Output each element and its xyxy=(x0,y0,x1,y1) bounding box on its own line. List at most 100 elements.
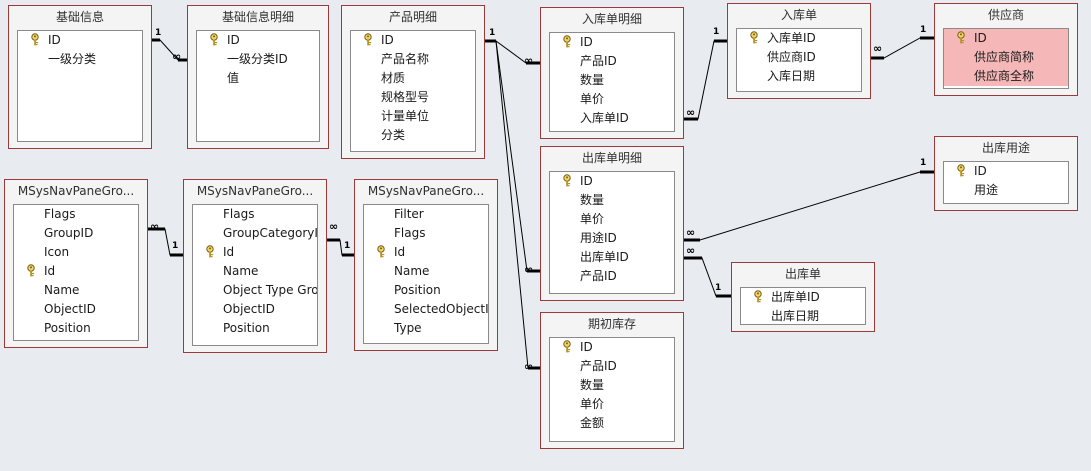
field-item[interactable]: 材质 xyxy=(351,69,475,88)
field-item[interactable]: 值 xyxy=(197,69,319,88)
field-item[interactable]: ObjectID xyxy=(14,300,138,319)
field-item[interactable]: 出库日期 xyxy=(741,307,865,324)
relationship-line[interactable] xyxy=(485,39,540,65)
field-item[interactable]: 规格型号 xyxy=(351,88,475,107)
table-title[interactable]: 入库单明细 xyxy=(581,12,642,26)
table-title[interactable]: MSysNavPaneGro... xyxy=(367,184,485,198)
relationship-line[interactable] xyxy=(684,256,731,298)
field-item[interactable]: 一级分类ID xyxy=(197,50,319,69)
field-item[interactable]: ID xyxy=(197,31,319,50)
relationship-line[interactable] xyxy=(684,39,727,121)
table-title[interactable]: MSysNavPaneGro... xyxy=(17,184,135,198)
field-item[interactable]: ID xyxy=(351,31,475,50)
field-item[interactable]: 单价 xyxy=(550,90,674,109)
field-item[interactable]: 计量单位 xyxy=(351,107,475,126)
table-title[interactable]: MSysNavPaneGro... xyxy=(196,184,314,198)
field-item[interactable]: 出库单ID xyxy=(550,248,674,267)
field-item[interactable]: ID xyxy=(944,29,1068,48)
field-item[interactable]: Flags xyxy=(364,224,488,243)
field-item[interactable]: 数量 xyxy=(550,71,674,90)
relationship-line[interactable] xyxy=(148,227,183,257)
relationship-line[interactable] xyxy=(485,39,540,370)
field-item[interactable]: ID xyxy=(18,31,142,50)
field-item[interactable]: Flags xyxy=(193,205,317,224)
table-title[interactable]: 出库单明细 xyxy=(581,151,642,165)
field-item[interactable]: Name xyxy=(14,281,138,300)
field-item[interactable]: ID xyxy=(550,172,674,191)
field-item[interactable]: 产品ID xyxy=(550,52,674,71)
table-title[interactable]: 入库单 xyxy=(780,8,817,22)
field-item[interactable]: 数量 xyxy=(550,191,674,210)
field-item[interactable]: 入库单ID xyxy=(550,109,674,128)
field-item[interactable]: 产品ID xyxy=(550,357,674,376)
field-item[interactable]: 供应商ID xyxy=(737,48,861,67)
field-item[interactable]: 一级分类 xyxy=(18,50,142,69)
table-title[interactable]: 期初库存 xyxy=(587,317,636,331)
field-item[interactable]: Position xyxy=(14,319,138,338)
field-item[interactable]: Filter xyxy=(364,205,488,224)
field-item[interactable]: Icon xyxy=(14,243,138,262)
field-item[interactable]: Flags xyxy=(14,205,138,224)
field-item[interactable]: ID xyxy=(550,338,674,357)
field-item[interactable]: 用途ID xyxy=(550,229,674,248)
table-title[interactable]: 产品明细 xyxy=(388,10,437,24)
field-item[interactable]: 单价 xyxy=(550,395,674,414)
table-title[interactable]: 出库用途 xyxy=(981,141,1030,155)
table-title[interactable]: 供应商 xyxy=(987,8,1024,22)
field-item[interactable]: 入库单ID xyxy=(737,29,861,48)
relationship-line[interactable] xyxy=(327,238,354,257)
field-item[interactable]: 分类 xyxy=(351,126,475,145)
field-item[interactable]: Id xyxy=(193,243,317,262)
field-item[interactable]: Name xyxy=(364,262,488,281)
relationship-line[interactable] xyxy=(152,38,187,62)
field-item[interactable]: Name xyxy=(193,262,317,281)
field-item[interactable]: Position xyxy=(193,319,317,338)
field-item[interactable]: ObjectID xyxy=(193,300,317,319)
field-item[interactable]: SelectedObjectID xyxy=(364,300,488,319)
field-item[interactable]: 产品名称 xyxy=(351,50,475,69)
field-item[interactable]: Id xyxy=(364,243,488,262)
relationship-line[interactable] xyxy=(684,170,934,242)
field-item[interactable]: ID xyxy=(944,162,1068,181)
field-item[interactable]: 出库单ID xyxy=(741,288,865,307)
field-item[interactable]: ID xyxy=(550,33,674,52)
field-item[interactable]: 金额 xyxy=(550,414,674,433)
field-item[interactable]: 供应商简称 xyxy=(944,48,1068,67)
table-title[interactable]: 基础信息 xyxy=(55,10,104,24)
relationship-line[interactable] xyxy=(871,36,934,60)
field-item[interactable]: Object Type Group xyxy=(193,281,317,300)
field-item[interactable]: Position xyxy=(364,281,488,300)
table-title[interactable]: 出库单 xyxy=(784,267,821,281)
field-item[interactable]: 产品ID xyxy=(550,267,674,286)
field-item[interactable]: 单价 xyxy=(550,210,674,229)
table-title[interactable]: 基础信息明细 xyxy=(221,10,294,24)
field-item[interactable]: 用途 xyxy=(944,181,1068,200)
field-item[interactable]: 入库日期 xyxy=(737,67,861,86)
field-item[interactable]: 数量 xyxy=(550,376,674,395)
field-item[interactable]: 供应商全称 xyxy=(944,67,1068,86)
